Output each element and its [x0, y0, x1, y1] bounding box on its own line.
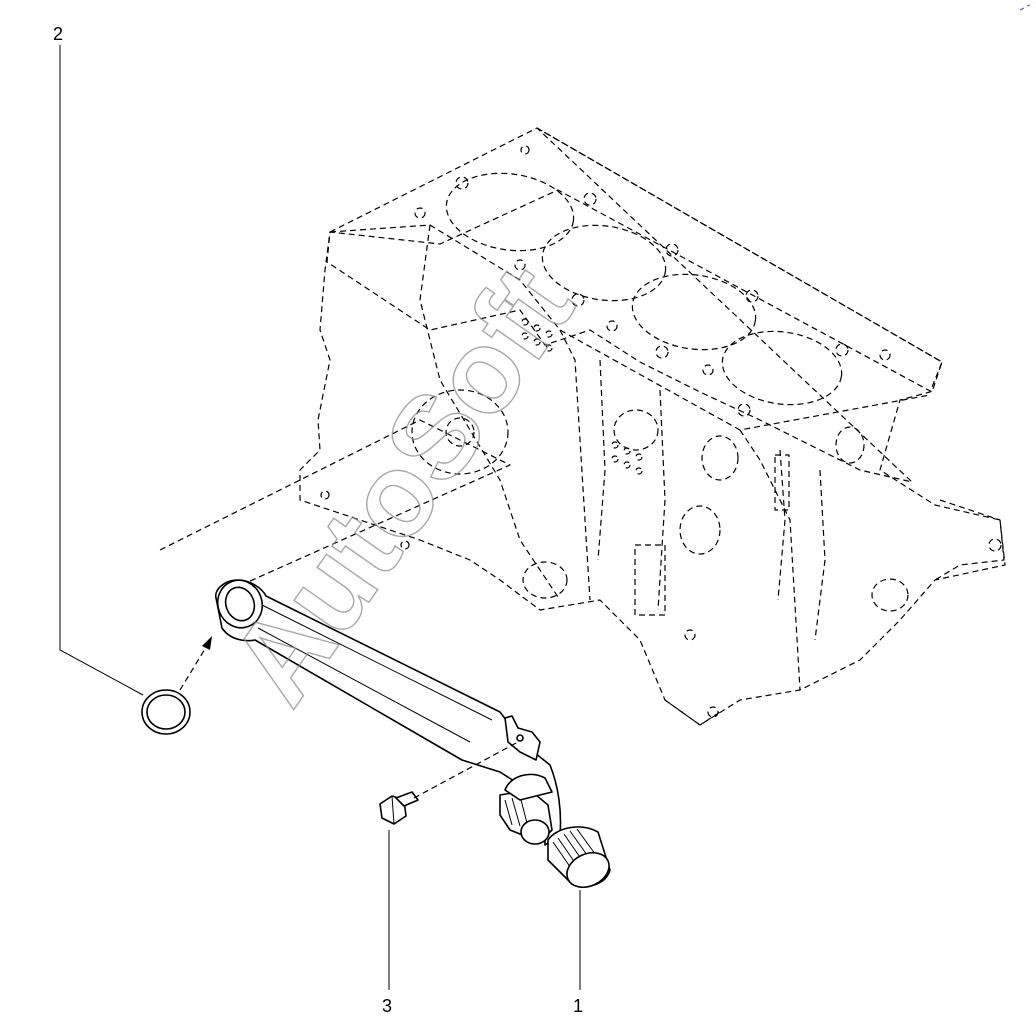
o-ring-insert-arrow-icon [179, 636, 212, 691]
mounting-guide-line [159, 419, 511, 591]
bolt [379, 791, 419, 825]
water-pipe [214, 579, 611, 889]
engine-block [299, 127, 1006, 726]
watermark: AutoSoft [205, 243, 599, 727]
o-ring [141, 689, 191, 735]
corner-mark [1019, 4, 1031, 11]
leader-lines [59, 45, 581, 990]
callout-number-3: 3 [382, 996, 392, 1016]
callout-number-1: 1 [573, 996, 583, 1016]
callout-number-2: 2 [53, 24, 63, 44]
